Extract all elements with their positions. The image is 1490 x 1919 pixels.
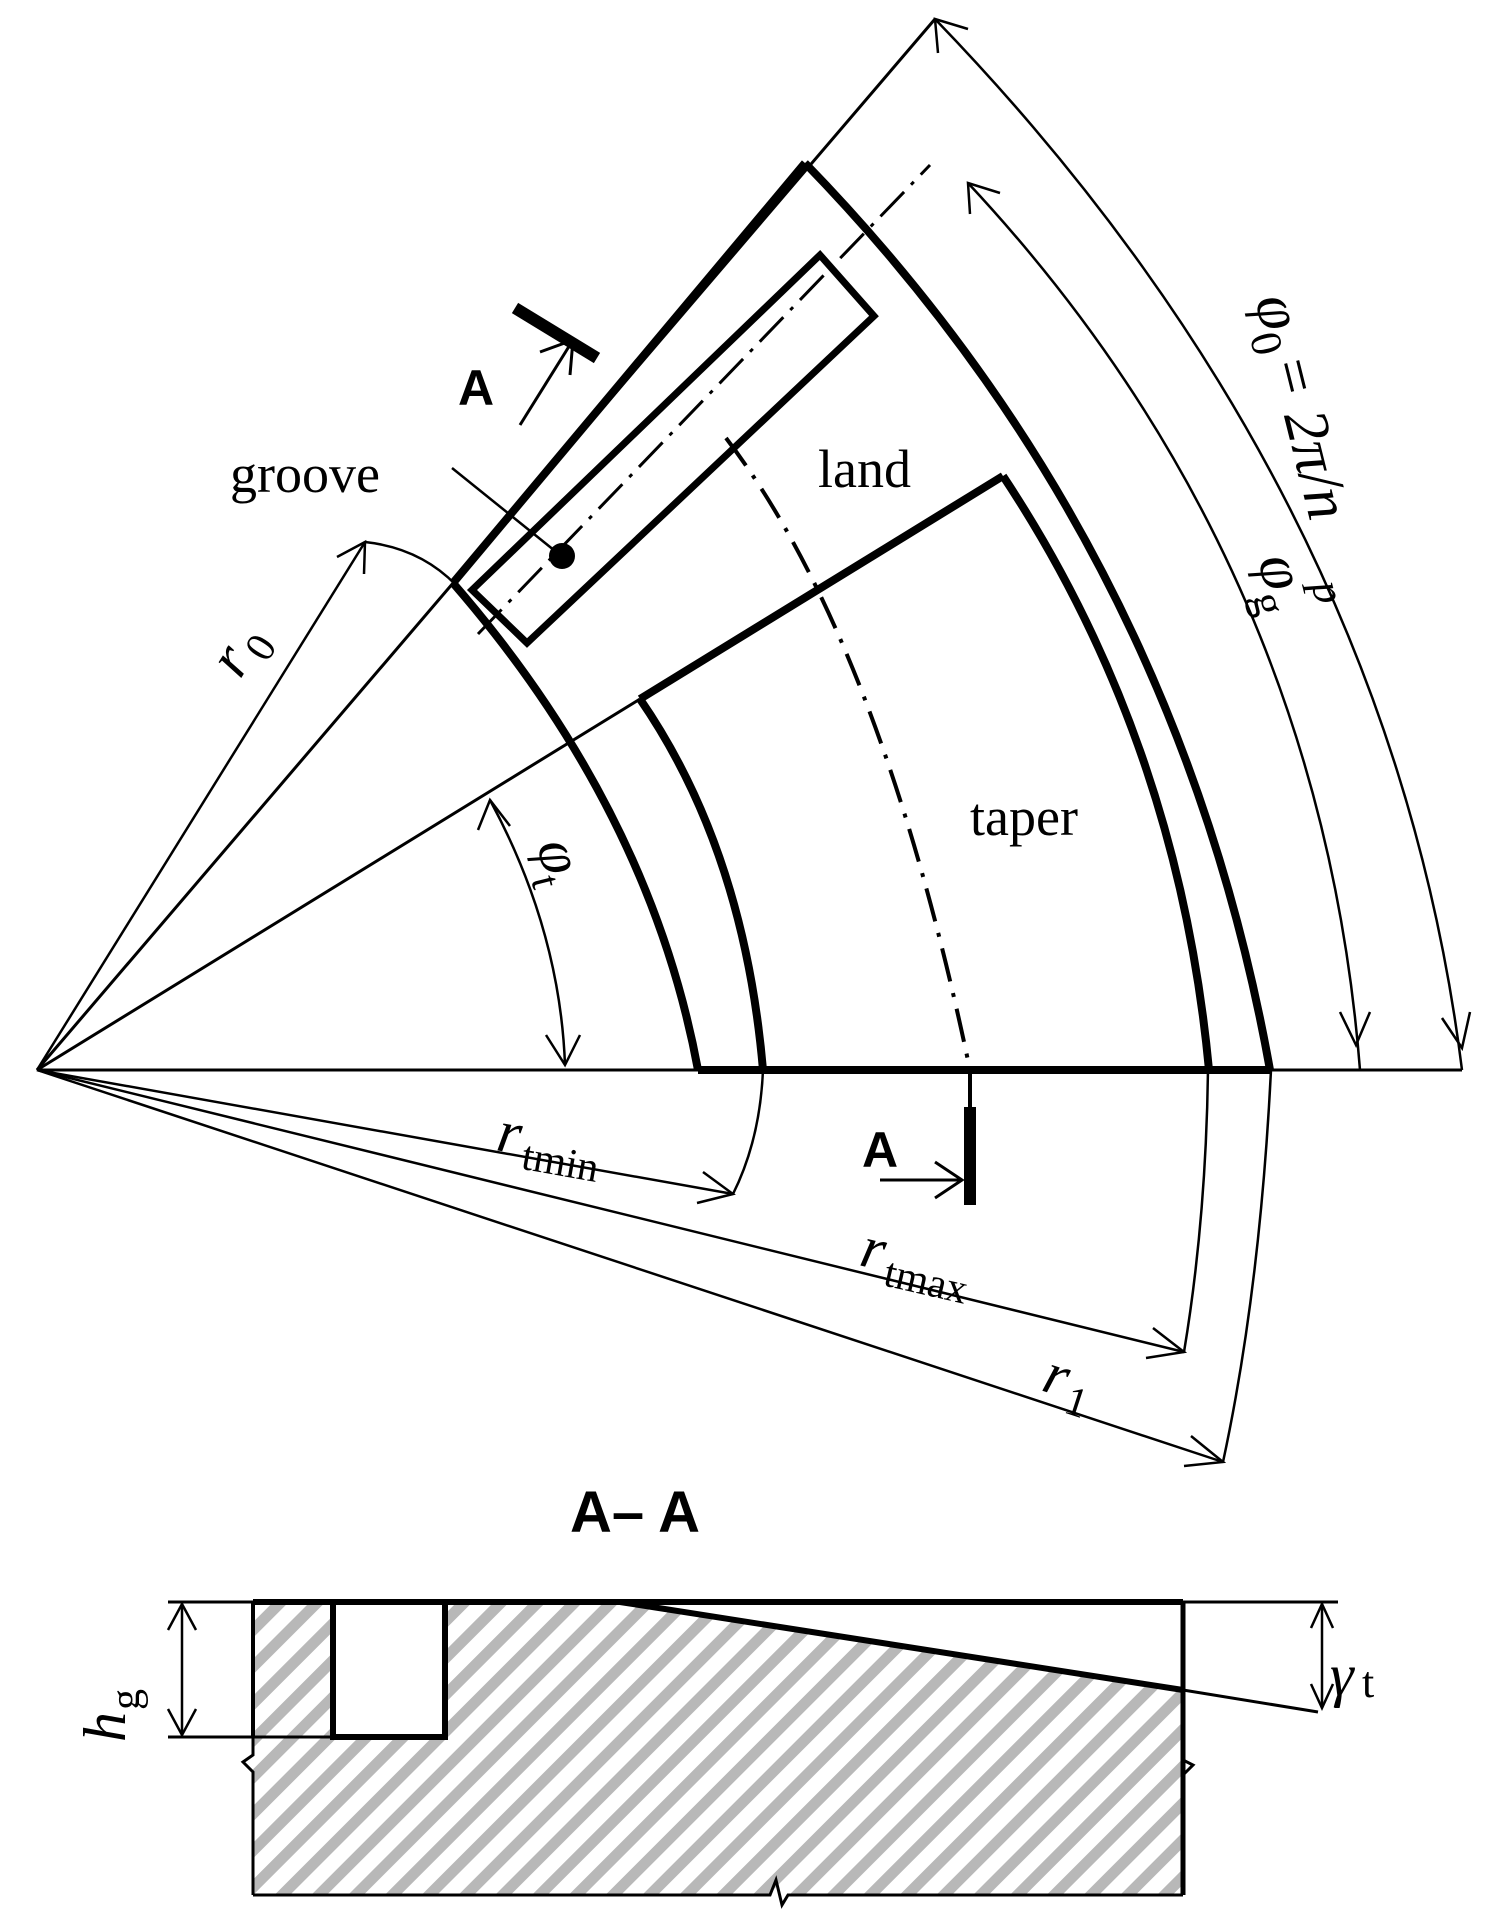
r1-label-group: r 1: [1036, 1340, 1093, 1428]
groove-leader-dot: [549, 543, 575, 569]
phig-sub: g: [1243, 587, 1296, 620]
groove-label: groove: [230, 444, 380, 504]
r1-dimension-line: [36, 1068, 1224, 1464]
taper-label: taper: [970, 787, 1078, 847]
section-marker-top-arrow: [518, 339, 575, 426]
phi0-arrowhead-top: [933, 17, 969, 54]
phig-arrowhead-bottom: [1338, 1011, 1372, 1049]
section-a-bottom-label: A: [862, 1122, 898, 1178]
section-title: A– A: [570, 1480, 700, 1545]
phi0-sub: 0: [1240, 327, 1293, 360]
rtmax-sub: tmax: [880, 1250, 972, 1314]
section-view: [166, 1599, 1338, 1909]
taper-inner-arc: [636, 696, 767, 1071]
section-a-top-label: A: [458, 360, 494, 416]
pad-left-edge: [449, 160, 809, 586]
gamma-label: γ: [1330, 1642, 1355, 1708]
phig-arc: [967, 182, 1362, 1071]
phit-arc: [488, 799, 567, 1066]
section-marker-top-arrowhead: [539, 337, 575, 376]
rtmin-label-group: r tmin: [493, 1098, 602, 1192]
section-marker-top-bar: [511, 302, 601, 364]
rtmax-label-group: r tmax: [855, 1213, 972, 1314]
hg-label: h: [72, 1712, 138, 1742]
sector-top-view: [35, 17, 1472, 1468]
phi0-arc: [934, 18, 1464, 1071]
taper-outer-arc: [999, 473, 1213, 1071]
land-label: land: [818, 439, 911, 499]
phit-label-group: φ t: [521, 832, 596, 893]
section-right-break: [1181, 1758, 1196, 1777]
rtmin-arc-below: [731, 1069, 765, 1195]
r0-label-group: r 0: [195, 627, 286, 687]
taper-surface-line: [619, 1599, 1184, 1693]
section-marker-bottom-arrowhead: [934, 1160, 965, 1200]
r0-arc: [364, 540, 457, 586]
phit-arrowhead-top: [476, 797, 511, 831]
hg-arrowhead-bottom: [166, 1708, 198, 1738]
rtmin-dimension-line: [36, 1068, 734, 1196]
gamma-arrowhead-bottom: [1309, 1683, 1335, 1712]
mid-radius-arc: [724, 436, 972, 1071]
section-bottom-edge: [253, 1875, 1183, 1909]
phi0-rest: = 2π/n: [1256, 347, 1363, 526]
gamma-slope-extension: [1182, 1688, 1319, 1714]
section-groove: [330, 1599, 448, 1740]
top-view-labels: groove land taper r 0 φ 0 = 2π/n p φ g φ…: [195, 287, 1363, 1428]
phi0-arrowhead-bottom: [1440, 1011, 1472, 1052]
groove-outline: [466, 249, 879, 648]
section-body: [253, 1602, 1183, 1895]
taper-boundary-radial: [36, 697, 641, 1072]
gamma-label-group: γ t: [1330, 1642, 1374, 1708]
pad-inner-arc: [449, 580, 702, 1071]
groove-leader: [451, 467, 561, 556]
rtmin-sub: tmin: [518, 1133, 602, 1192]
phig-arrowhead-top: [966, 181, 1001, 215]
phig-label-group: φ g: [1243, 547, 1319, 620]
r1-arc-below: [1221, 1069, 1273, 1463]
groove-centerline: [476, 163, 932, 636]
hg-label-group: h g: [72, 1689, 149, 1742]
taper-left-edge: [637, 472, 1006, 703]
phit-arrowhead-bottom: [544, 1034, 582, 1068]
hg-arrowhead-top: [166, 1601, 198, 1631]
gamma-arrowhead-top: [1309, 1600, 1335, 1629]
r0-dimension-line: [35, 541, 367, 1071]
pad-outer-arc: [802, 160, 1274, 1071]
hg-sub: g: [103, 1689, 149, 1710]
rtmax-arc-below: [1182, 1069, 1210, 1353]
section-left-break: [240, 1737, 255, 1895]
rtmax-dimension-line: [36, 1068, 1185, 1354]
gamma-sub: t: [1362, 1658, 1374, 1707]
